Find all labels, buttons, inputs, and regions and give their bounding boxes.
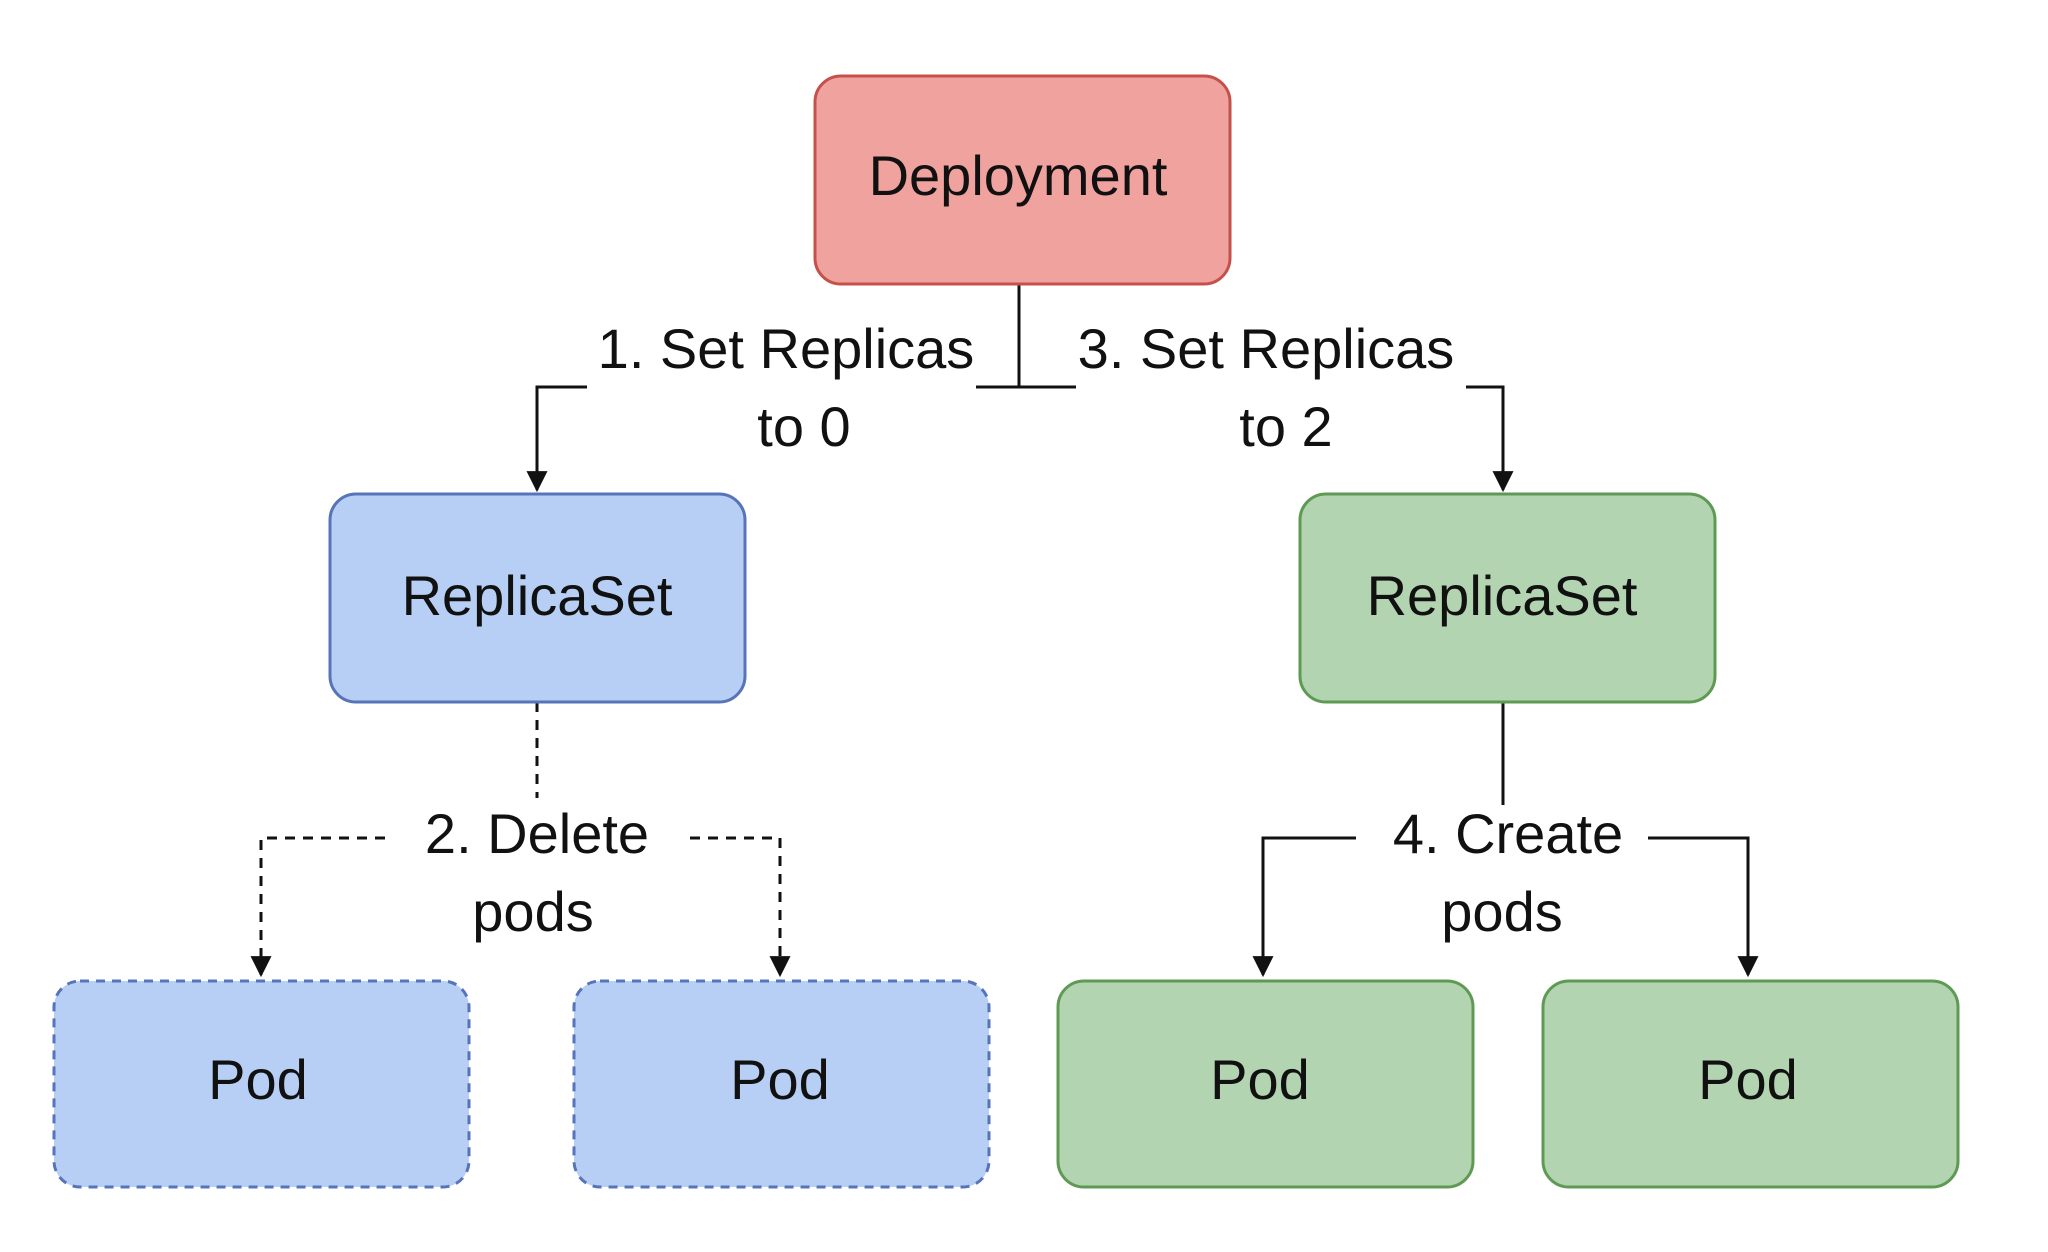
pod-new-1-node: Pod	[1056, 979, 1475, 1189]
pod-old-1-label: Pod	[208, 1048, 308, 1111]
pod-new-2-label: Pod	[1698, 1048, 1798, 1111]
step4-label-line1: 4. Create	[1393, 802, 1623, 865]
replicaset-old-node: ReplicaSet	[328, 492, 747, 704]
pod-new-1-box	[1056, 979, 1475, 1189]
step4-label-line2: pods	[1441, 880, 1562, 943]
step3-label-line1: 3. Set Replicas	[1078, 317, 1455, 380]
connectors	[250, 285, 1759, 978]
pod-new-1-label: Pod	[1210, 1048, 1310, 1111]
replicaset-new-box	[1298, 492, 1717, 704]
deployment-label: Deployment	[869, 144, 1168, 207]
pod-old-1-node: Pod	[52, 979, 471, 1189]
step3-label: 3. Set Replicas to 2	[1078, 317, 1455, 458]
step4-label: 4. Create pods	[1393, 802, 1623, 943]
step2-label-line2: pods	[472, 880, 593, 943]
pod-old-2-node: Pod	[572, 979, 991, 1189]
pod-old-2-box	[572, 979, 991, 1189]
step3-connector	[1466, 385, 1514, 493]
step1-connector	[526, 385, 587, 493]
replicaset-old-box	[328, 492, 747, 704]
deployment-box	[813, 74, 1232, 286]
step3-label-line2: to 2	[1239, 395, 1332, 458]
replicaset-new-node: ReplicaSet	[1298, 492, 1717, 704]
step2-label: 2. Delete pods	[425, 802, 649, 943]
pod-new-2-node: Pod	[1541, 979, 1960, 1189]
pod-old-1-box	[52, 979, 471, 1189]
step2-label-line1: 2. Delete	[425, 802, 649, 865]
replicaset-new-label: ReplicaSet	[1367, 564, 1638, 627]
step1-label-line1: 1. Set Replicas	[598, 317, 975, 380]
step4-connector-left	[1252, 836, 1356, 978]
step4-connector-right	[1648, 836, 1759, 978]
step1-label: 1. Set Replicas to 0	[598, 317, 975, 458]
step2-connector-left	[250, 836, 385, 978]
step1-label-line2: to 0	[757, 395, 850, 458]
pod-old-2-label: Pod	[730, 1048, 830, 1111]
replicaset-old-label: ReplicaSet	[402, 564, 673, 627]
pod-new-2-box	[1541, 979, 1960, 1189]
step2-connector-right	[690, 836, 791, 978]
deployment-node: Deployment	[813, 74, 1232, 286]
